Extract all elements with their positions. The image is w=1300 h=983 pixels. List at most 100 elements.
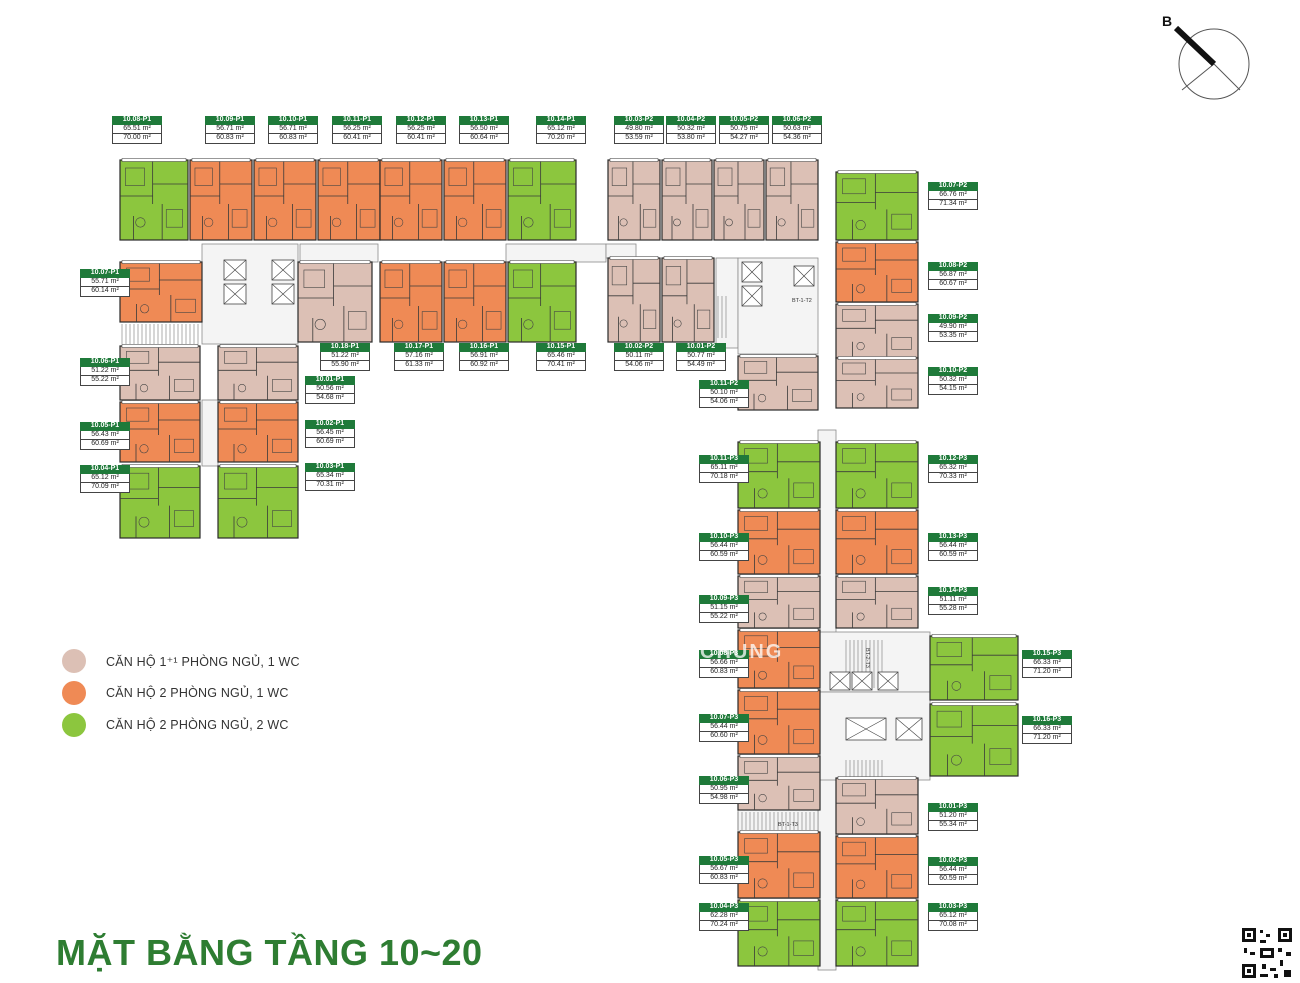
unit-code: 10.11-P3 — [699, 455, 749, 464]
unit-area-gross: 54.06 m² — [614, 361, 664, 371]
unit-walls-10.02-P2 — [608, 256, 660, 342]
unit-10.12-P1 — [379, 159, 443, 241]
legend-swatch-type3 — [62, 713, 86, 737]
unit-10.13-P3 — [835, 509, 919, 575]
unit-code: 10.15-P1 — [536, 343, 586, 352]
unit-area-gross: 60.83 m² — [699, 668, 749, 678]
unit-code: 10.03-P2 — [614, 116, 664, 125]
unit-code: 10.12-P3 — [928, 455, 978, 464]
unit-10.08-P3 — [737, 629, 821, 689]
unit-10.05-P1 — [119, 401, 201, 463]
unit-area-net: 56.44 m² — [928, 541, 978, 551]
unit-10.04-P3 — [737, 899, 821, 967]
unit-10.13-P1 — [443, 159, 507, 241]
unit-area-net: 65.32 m² — [928, 463, 978, 473]
legend-item-type2: CĂN HỘ 2 PHÒNG NGỦ, 1 WC — [62, 677, 300, 709]
unit-area-gross: 70.20 m² — [536, 134, 586, 144]
unit-area-gross: 60.83 m² — [268, 134, 318, 144]
unit-10.05-P2 — [713, 159, 765, 241]
unit-area-net: 50.56 m² — [305, 384, 355, 394]
unit-area-gross: 55.90 m² — [320, 361, 370, 371]
unit-area-gross: 55.22 m² — [80, 376, 130, 386]
unit-10.06-P3 — [737, 755, 821, 811]
unit-area-gross: 60.60 m² — [699, 732, 749, 742]
unit-code: 10.04-P2 — [666, 116, 716, 125]
unit-code: 10.15-P3 — [1022, 650, 1072, 659]
unit-walls-10.01-P3 — [836, 776, 918, 834]
unit-area-net: 56.45 m² — [305, 428, 355, 438]
unit-10.11-P2 — [737, 355, 819, 411]
unit-area-net: 65.34 m² — [305, 471, 355, 481]
unit-area-net: 65.12 m² — [536, 124, 586, 134]
unit-area-gross: 61.33 m² — [394, 361, 444, 371]
unit-walls-10.11-P1 — [318, 158, 380, 240]
unit-walls-10.05-P2 — [714, 158, 764, 240]
unit-area-gross: 70.41 m² — [536, 361, 586, 371]
unit-walls-10.16-P3 — [930, 702, 1018, 776]
unit-walls-10.02-P3 — [836, 834, 918, 898]
elevator-cross-b-11 — [895, 717, 923, 741]
unit-code: 10.07-P3 — [699, 714, 749, 723]
unit-area-gross: 55.34 m² — [928, 821, 978, 831]
core-area-1 — [299, 243, 379, 263]
unit-area-gross: 53.35 m² — [928, 332, 978, 342]
unit-area-gross: 54.36 m² — [772, 134, 822, 144]
unit-10.02-P2 — [607, 257, 661, 343]
unit-code: 10.14-P3 — [928, 587, 978, 596]
unit-walls-10.01-P2 — [662, 256, 714, 342]
unit-area-net: 65.12 m² — [928, 911, 978, 921]
unit-area-net: 56.67 m² — [699, 864, 749, 874]
unit-10.16-P1 — [443, 261, 507, 343]
unit-10.18-P1 — [297, 261, 373, 343]
unit-area-net: 51.15 m² — [699, 603, 749, 613]
unit-code: 10.02-P1 — [305, 420, 355, 429]
unit-area-gross: 70.33 m² — [928, 473, 978, 483]
legend-label-type1: CĂN HỘ 1⁺¹ PHÒNG NGỦ, 1 WC — [106, 654, 300, 669]
unit-10.16-P3 — [929, 703, 1019, 777]
unit-area-net: 56.43 m² — [80, 430, 130, 440]
elevator-cross-b-9 — [877, 671, 899, 691]
elevator-cross-b-4 — [741, 261, 763, 283]
elevator-cross-b-5 — [741, 285, 763, 307]
unit-area-net: 51.22 m² — [80, 366, 130, 376]
unit-area-net: 65.11 m² — [699, 463, 749, 473]
unit-walls-10.05-P3 — [738, 830, 820, 898]
compass-label: B — [1162, 13, 1172, 29]
unit-code: 10.11-P2 — [699, 380, 749, 389]
qr-code-icon — [1240, 926, 1294, 980]
unit-area-net: 56.44 m² — [928, 865, 978, 875]
legend-swatch-type2 — [62, 681, 86, 705]
unit-10.11-P1 — [317, 159, 381, 241]
unit-walls-10.17-P1 — [380, 260, 442, 342]
unit-10.07-P1 — [119, 261, 203, 323]
legend-label-type2: CĂN HỘ 2 PHÒNG NGỦ, 1 WC — [106, 686, 289, 700]
unit-code: 10.04-P1 — [80, 465, 130, 474]
unit-area-gross: 60.64 m² — [459, 134, 509, 144]
unit-10.07-P2 — [835, 171, 919, 241]
unit-code: 10.03-P1 — [305, 463, 355, 472]
unit-code: 10.17-P1 — [394, 343, 444, 352]
unit-code: 10.08-P3 — [699, 650, 749, 659]
unit-10.07-P3 — [737, 689, 821, 755]
unit-area-gross: 70.18 m² — [699, 473, 749, 483]
unit-walls-10.09-P1 — [190, 158, 252, 240]
unit-area-net: 56.87 m² — [928, 270, 978, 280]
unit-code: 10.08-P2 — [928, 262, 978, 271]
unit-area-net: 66.76 m² — [928, 190, 978, 200]
unit-area-gross: 60.92 m² — [459, 361, 509, 371]
